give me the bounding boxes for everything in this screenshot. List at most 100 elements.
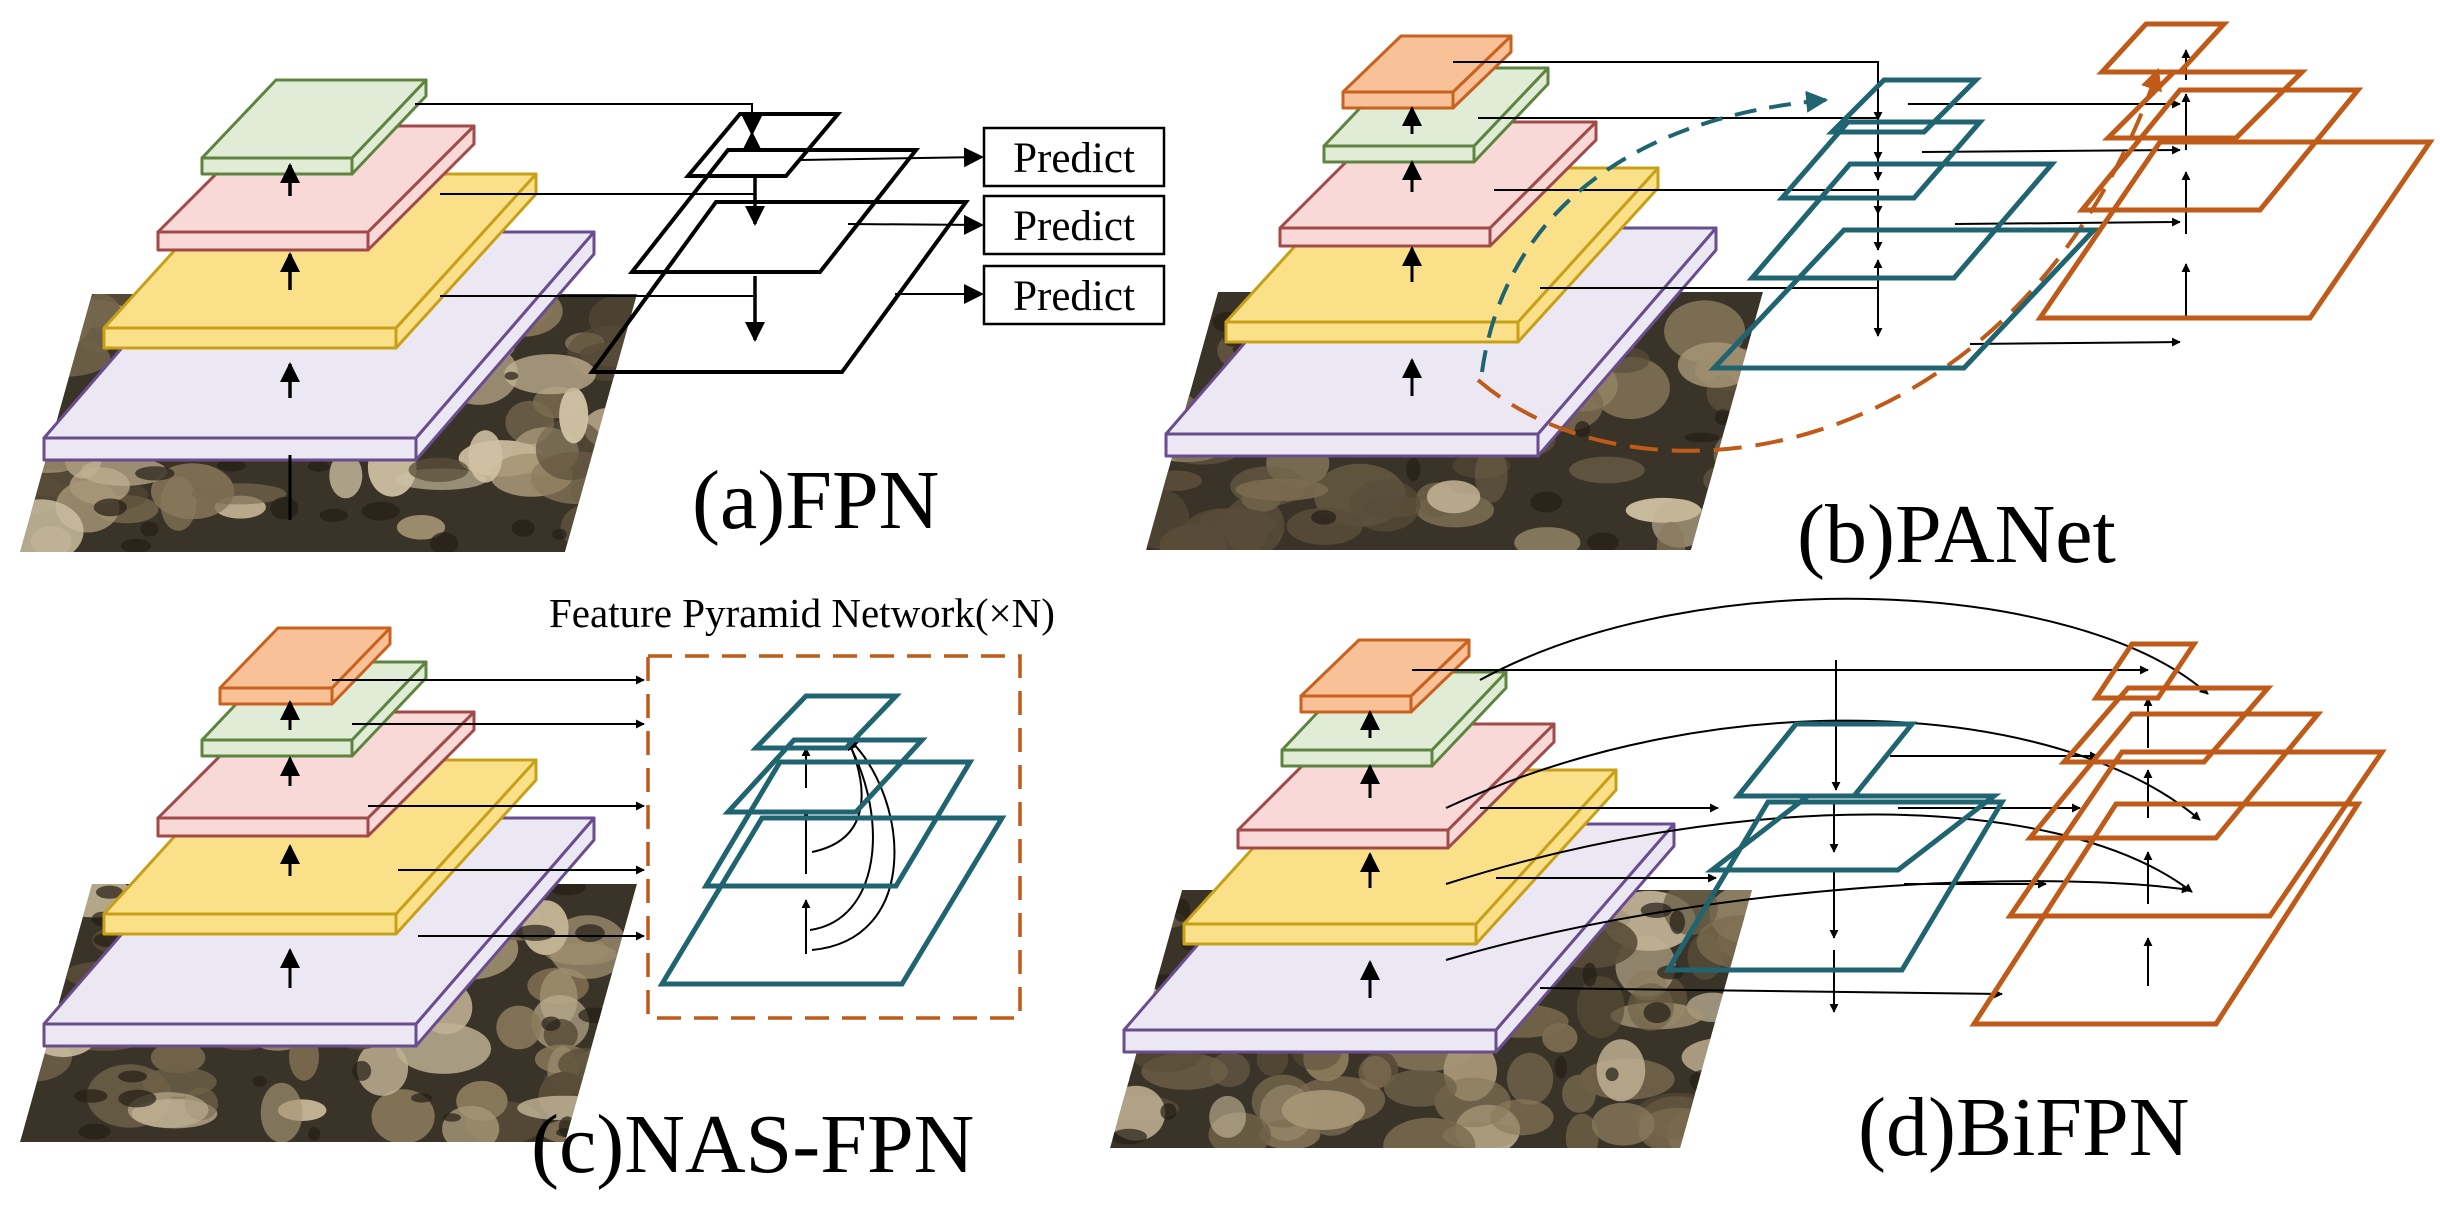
rock	[558, 1047, 618, 1081]
rock	[570, 473, 637, 510]
rock	[1146, 372, 1176, 420]
rock	[150, 1041, 206, 1074]
rock-shadow	[93, 498, 127, 517]
rock-shadow	[118, 1070, 147, 1083]
rock-shadow	[1311, 510, 1337, 525]
rock	[1349, 479, 1421, 532]
lateral-arrow	[1969, 337, 2181, 347]
predict-label: Predict	[1013, 273, 1135, 320]
rock-shadow	[118, 1089, 157, 1108]
caption-panet: (b)PANet	[1797, 488, 2116, 581]
nas-curve	[811, 739, 896, 951]
rock	[1596, 1039, 1646, 1102]
panet-bu-p5	[2076, 87, 2364, 213]
slab-top	[1299, 638, 1471, 698]
panet-bu-p7	[2096, 21, 2230, 75]
rock	[1542, 1023, 1578, 1053]
slab-front	[156, 816, 370, 838]
rock-shadow	[319, 508, 349, 522]
rock	[560, 501, 632, 552]
rock	[1693, 1117, 1752, 1148]
predict-box	[982, 126, 1166, 188]
rock-shadow	[504, 371, 519, 380]
rock	[1358, 1055, 1392, 1090]
rock	[1656, 521, 1686, 550]
rock	[408, 457, 469, 482]
rock	[1426, 480, 1481, 514]
nas-node-p6	[722, 737, 928, 815]
rock	[1490, 1099, 1554, 1136]
bifpn-out-p5	[2024, 711, 2324, 841]
backbone-pyramid-a	[42, 78, 596, 520]
rock-shadow	[1643, 1002, 1671, 1023]
rock	[20, 912, 60, 956]
rock-shadow	[575, 924, 605, 942]
rock-shadow	[74, 1089, 108, 1103]
rock	[20, 328, 76, 367]
panet-shortcut-rust	[1476, 67, 2162, 453]
slab-top	[1341, 34, 1513, 94]
predict-box	[982, 194, 1166, 256]
rock	[1713, 424, 1763, 485]
rock-shadow	[1669, 910, 1686, 935]
rock-shadow	[1714, 409, 1732, 426]
nas-fpn-block-title: Feature Pyramid Network(×N)	[549, 590, 1055, 636]
panet-bu-p6	[2101, 69, 2309, 141]
rock-shadow	[140, 521, 159, 537]
rock-shadow	[1574, 421, 1590, 438]
rock	[1703, 464, 1755, 496]
rock	[1696, 915, 1752, 969]
bifpn-td-p4	[1663, 799, 2007, 973]
rock	[1209, 1052, 1251, 1087]
rock-shadow	[430, 532, 459, 552]
rock	[1235, 478, 1329, 501]
slab-front	[102, 912, 398, 936]
rock-shadow	[541, 1016, 561, 1031]
nas-node-p7	[750, 693, 902, 751]
rock	[1383, 1117, 1476, 1148]
panet-bu-p4	[2035, 139, 2435, 321]
slab-front	[42, 1022, 418, 1048]
rock	[1198, 508, 1277, 540]
rock	[1474, 447, 1508, 503]
slab-front	[1182, 922, 1478, 946]
rock-shadow	[515, 924, 556, 941]
panet-shortcut-teal	[1480, 90, 1829, 373]
rock	[1384, 1069, 1457, 1107]
slab-front	[200, 156, 354, 176]
slab-front	[1299, 694, 1413, 714]
rock-shadow	[307, 461, 330, 472]
rock	[396, 515, 446, 540]
backbone-pyramid-d	[1122, 638, 1676, 1054]
rock	[1681, 1037, 1752, 1077]
rock	[504, 354, 596, 395]
rock-shadow	[1111, 1128, 1147, 1145]
slab-front	[1236, 828, 1450, 850]
lateral-arrow	[1954, 217, 2181, 227]
slab-front	[1278, 226, 1492, 248]
rock	[1148, 470, 1202, 491]
rock	[151, 463, 235, 520]
rock	[1565, 1113, 1599, 1148]
rock-shadow	[1605, 1067, 1619, 1082]
rock	[1591, 1102, 1655, 1146]
caption-fpn: (a)FPN	[692, 454, 939, 547]
fpn-out-top	[683, 112, 843, 178]
slab-front	[218, 686, 334, 706]
rock-shadow	[547, 884, 586, 896]
rock	[496, 1005, 542, 1050]
rock-shadow	[578, 1007, 612, 1023]
rock-shadow	[411, 1093, 433, 1103]
level-p7	[218, 626, 392, 706]
feature-flow-connections	[332, 49, 2209, 1013]
rock	[20, 884, 73, 940]
rock	[1209, 1095, 1246, 1138]
predict-arrow	[799, 147, 984, 168]
bifpn-skip	[1445, 719, 2201, 821]
rock-shadow	[1530, 491, 1563, 513]
lateral-connection	[1453, 61, 1883, 121]
rock	[20, 499, 84, 552]
rock-shadow	[252, 1075, 267, 1087]
caption-bifpn: (d)BiFPN	[1858, 1081, 2189, 1174]
level-p7	[1299, 638, 1471, 714]
